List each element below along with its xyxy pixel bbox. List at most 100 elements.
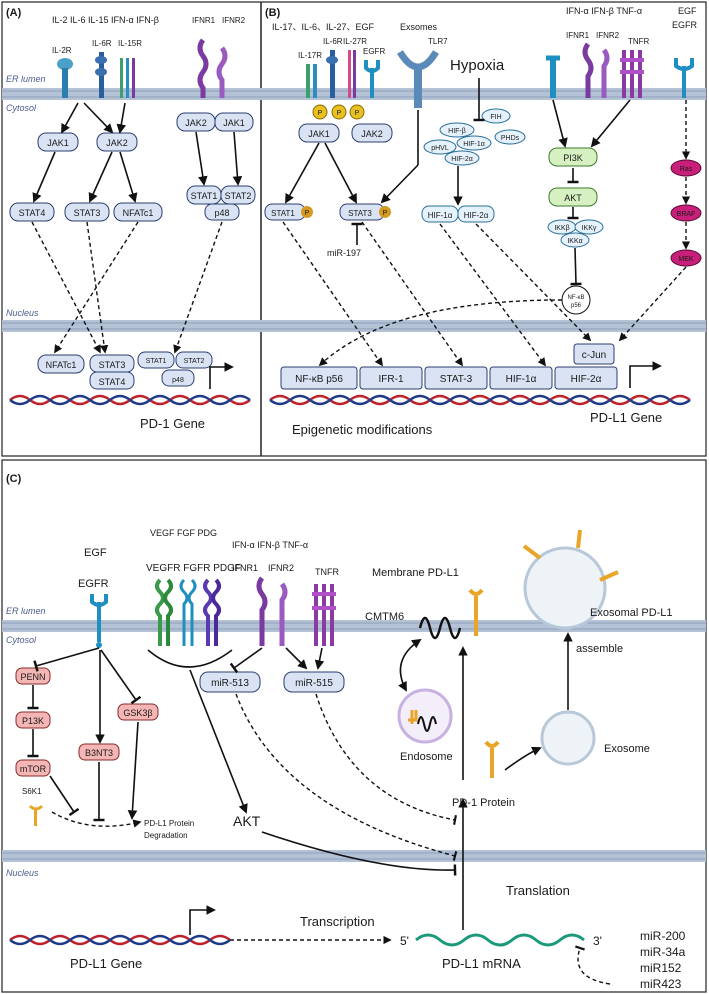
panel-b-ligands: IL-17、IL-6、IL-27、EGF [272,22,375,32]
svg-text:p48: p48 [214,208,229,218]
node-mir515-c: miR-515 [283,671,345,693]
mrna-5prime: 5' [400,934,409,948]
vegf-ligands-c: VEGF FGF PDG [150,528,217,538]
top-panels-frame [1,1,707,457]
exosome-label: Exosome [604,743,650,755]
akt-label-c: AKT [233,813,261,829]
node-jak1-a: JAK1 [37,132,79,152]
svg-text:HIF-1α: HIF-1α [463,141,485,148]
svg-text:P: P [318,110,323,117]
tf-box-1: IFR-1 [359,366,423,390]
tlr7-receptor-icon [396,50,440,108]
node-stat1-a: STAT1 [186,185,222,205]
il2r-receptor-icon [57,58,73,98]
membrane-c [2,620,706,632]
node-p13k-c: P13K [15,711,51,729]
svg-text:STAT1: STAT1 [271,209,295,218]
il6r-label: IL-6R [92,39,112,48]
svg-text:p56: p56 [571,303,582,309]
node-mir513-c: miR-513 [199,671,261,693]
svg-text:P: P [337,110,342,117]
node-akt-b: AKT [548,187,598,207]
svg-text:NFATc1: NFATc1 [46,360,77,370]
node-jak1b-a: JAK1 [214,112,254,132]
svg-text:GSK3β: GSK3β [123,708,152,718]
ifnr1-label-b: IFNR1 [566,31,590,40]
il6r-receptor-icon-b [326,50,338,98]
node-jak2-b: JAK2 [351,123,393,143]
svg-text:HIF-2α: HIF-2α [451,156,473,163]
phospho-badges-b: P P P [312,104,365,120]
pd1-tss-arrow [209,362,234,389]
transcription-label: Transcription [300,914,375,929]
il17r-label: IL-17R [298,51,322,60]
ifnr1-receptor-icon-a [197,38,209,98]
svg-text:PENN: PENN [20,672,45,682]
node-hif2a-b: HIF-2α [457,205,495,223]
tnfr-receptor-icon-b [620,50,644,98]
svg-text:NF-κB p56: NF-κB p56 [295,374,343,385]
svg-text:B3NT3: B3NT3 [85,748,113,758]
node-jak1-b: JAK1 [298,123,340,143]
panel-c-arrows [27,632,611,985]
svg-text:STAT-3: STAT-3 [440,374,473,385]
pd1-dna-helix [9,394,251,406]
egfr2-receptor-icon-b [674,58,694,98]
node-b3nt3-c: B3NT3 [78,743,120,761]
node-mtor-c: mTOR [15,759,51,777]
tf-box-0: NF-κB p56 [280,366,358,390]
pdl1-protein-small-icon [28,804,44,826]
panel-c-cytosol: Cytosol [6,635,37,645]
pd1-protein-icon [484,740,500,778]
pd1-gene-label: PD-1 Gene [140,416,205,431]
mir-label-0: miR-200 [640,929,686,943]
svg-text:MEK: MEK [678,256,694,263]
node-jak2-a: JAK2 [96,132,138,152]
ifnr-receptor-icons-c [256,576,288,646]
vegfr-receptor-icons-c [155,578,221,646]
mrna-3prime: 3' [593,934,602,948]
membrane-pdl1-icon [468,588,484,636]
egfr-receptor-icon-b [364,60,380,98]
degradation-label-2: Degradation [144,831,188,840]
panel-c-nucleus: Nucleus [6,868,39,878]
mir-label-1: miR-34a [640,945,686,959]
panel-a-ligands: IL-2 IL-6 IL-15 IFN-α IFN-β [52,15,159,25]
svg-text:STAT2: STAT2 [184,358,205,365]
endosome-icon [397,688,453,744]
panel-c-er-lumen: ER lumen [6,606,46,616]
node-stat3-a: STAT3 [64,202,110,222]
panel-b-ifn-ligands: IFN-α IFN-β TNF-α [566,6,642,16]
exosome-icon [540,710,596,766]
pdl1-tss-arrow-c [189,905,216,935]
node-gsk3b-c: GSK3β [117,703,159,721]
tf-box-4: HIF-2α [554,366,618,390]
node-pi3k-b: PI3K [548,147,598,167]
cjun-box: c-Jun [573,343,615,365]
svg-text:BRAF: BRAF [677,211,696,218]
panel-a-label: (A) [6,7,22,19]
pdl1-mrna-strand [415,933,585,947]
pdl1-tss-arrow-b [629,361,662,388]
svg-text:P: P [305,210,310,217]
il2r-label: IL-2R [52,46,72,55]
svg-text:AKT: AKT [564,193,582,203]
node-stat2-a: STAT2 [220,185,256,205]
node-hif1a-b: HIF-1α [421,205,459,223]
panel-c-frame [1,459,707,993]
tf-box-3: HIF-1α [489,366,553,390]
svg-text:STAT3: STAT3 [348,209,372,218]
panel-b-arrows [282,78,691,367]
nuclear-stat2-a: STAT2 [175,351,213,369]
cmtm6-label: CMTM6 [365,611,404,623]
pdl1-gene-label-b: PD-L1 Gene [590,410,662,425]
ifnr2-receptor-icon-b [582,42,610,98]
ifnr1-label-c: IFNR1 [232,563,258,573]
node-stat4-a: STAT4 [9,202,55,222]
exosomal-pdl1-label: Exosomal PD-L1 [590,607,673,619]
node-p48-a: p48 [204,203,240,221]
ifnr2-label-b: IFNR2 [596,31,620,40]
vegf-receptors-c: VEGFR FGFR PDGF [146,563,241,574]
il17r-receptor-icon [306,64,317,98]
